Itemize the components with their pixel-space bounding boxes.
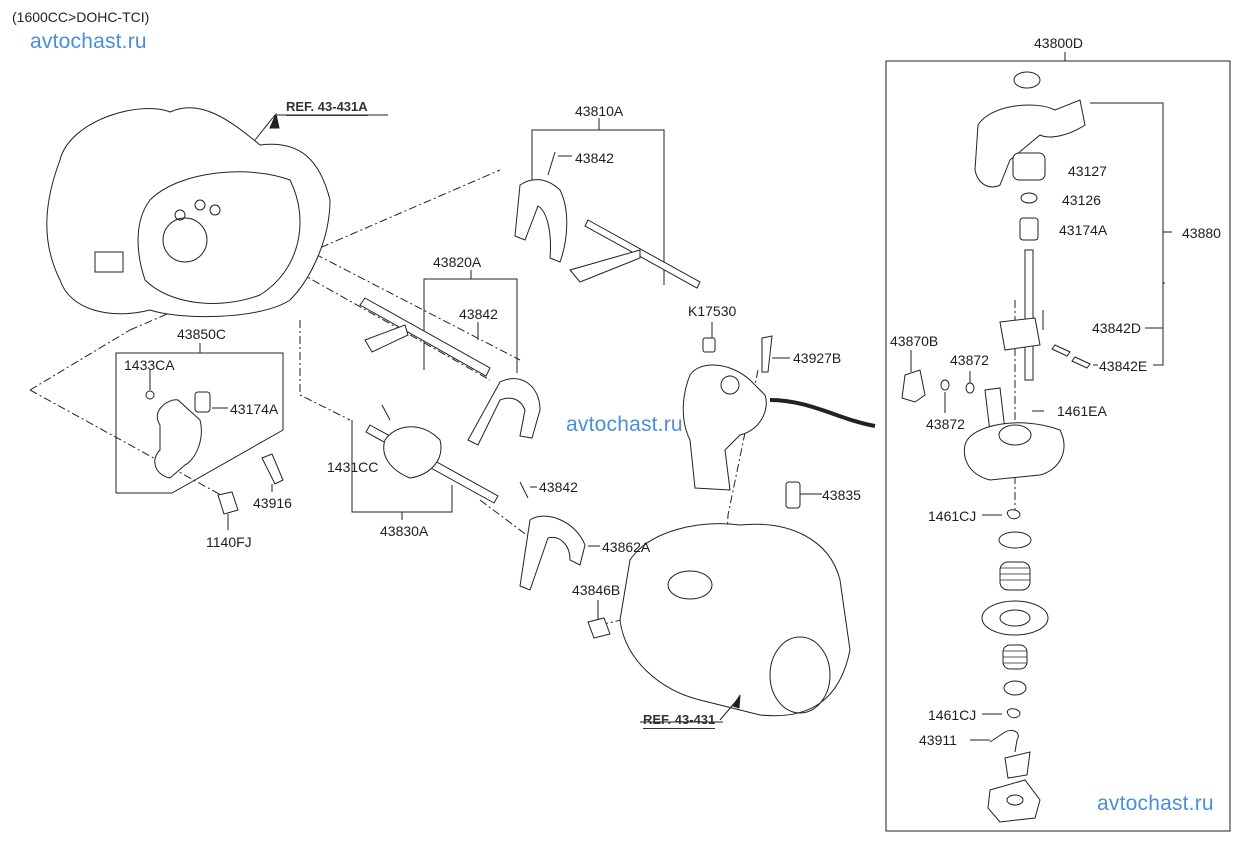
part-label-43850C[interactable]: 43850C xyxy=(177,326,227,342)
part-label-43820A[interactable]: 43820A xyxy=(433,254,482,270)
watermark: avtochast.ru xyxy=(566,413,683,436)
assembly-frame-43800D xyxy=(885,60,1231,832)
part-label-43127[interactable]: 43127 xyxy=(1068,163,1107,179)
part-label-1140FJ[interactable]: 1140FJ xyxy=(206,534,252,550)
part-label-1433CA[interactable]: 1433CA xyxy=(124,357,175,373)
part-label-1461EA[interactable]: 1461EA xyxy=(1057,403,1107,419)
part-label-1461CJ[interactable]: 1461CJ xyxy=(928,707,977,723)
part-label-43842[interactable]: 43842 xyxy=(575,150,614,166)
part-label-43870B[interactable]: 43870B xyxy=(890,333,939,349)
part-label-43872[interactable]: 43872 xyxy=(950,352,989,368)
part-label-43174A[interactable]: 43174A xyxy=(230,401,279,417)
part-label-43126[interactable]: 43126 xyxy=(1062,192,1101,208)
part-label-43862A[interactable]: 43862A xyxy=(602,539,651,555)
part-label-43842[interactable]: 43842 xyxy=(539,479,578,495)
part-label-1431CC[interactable]: 1431CC xyxy=(327,459,379,475)
part-label-43916[interactable]: 43916 xyxy=(253,495,292,511)
part-label-43842E[interactable]: 43842E xyxy=(1099,358,1148,374)
engine-spec-label: (1600CC>DOHC-TCI) xyxy=(12,9,150,25)
part-label-43810A[interactable]: 43810A xyxy=(575,103,624,119)
part-label-43830A[interactable]: 43830A xyxy=(380,523,429,539)
part-label-43835[interactable]: 43835 xyxy=(822,487,861,503)
part-label-43842D[interactable]: 43842D xyxy=(1092,320,1142,336)
part-label-43911[interactable]: 43911 xyxy=(919,732,957,748)
watermark: avtochast.ru xyxy=(30,30,147,53)
part-label-43880[interactable]: 43880 xyxy=(1182,225,1221,241)
reference-upper[interactable]: REF. 43-431A xyxy=(286,99,368,116)
part-label-K17530[interactable]: K17530 xyxy=(688,303,737,319)
part-label-43800D[interactable]: 43800D xyxy=(1034,35,1084,51)
part-label-43846B[interactable]: 43846B xyxy=(572,582,621,598)
part-label-1461CJ[interactable]: 1461CJ xyxy=(928,508,977,524)
reference-lower[interactable]: REF. 43-431 xyxy=(643,712,716,729)
part-label-43927B[interactable]: 43927B xyxy=(793,350,842,366)
watermark: avtochast.ru xyxy=(1097,792,1214,815)
part-label-43174A[interactable]: 43174A xyxy=(1059,222,1108,238)
part-label-43842[interactable]: 43842 xyxy=(459,306,498,322)
part-label-43872[interactable]: 43872 xyxy=(926,416,965,432)
